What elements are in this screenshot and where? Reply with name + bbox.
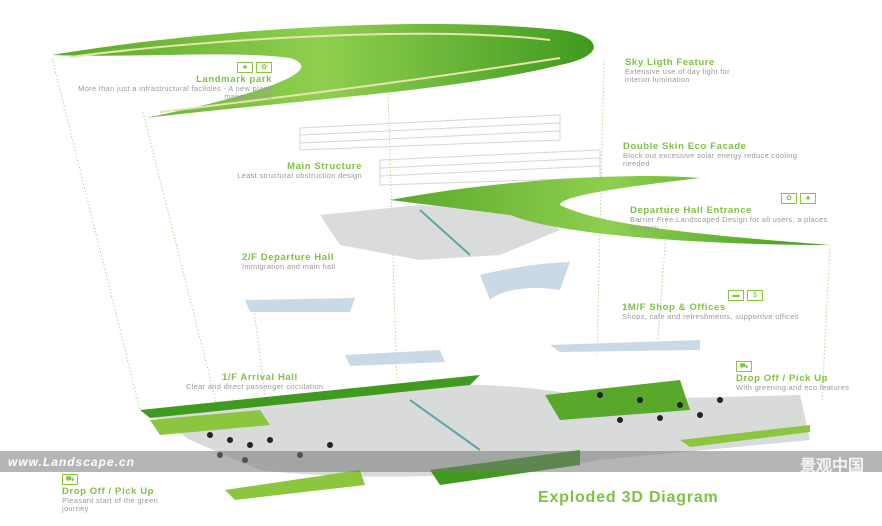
label-desc: Pleasant start of the green journey	[62, 495, 159, 513]
label-sky-light: Sky Ligth Feature Extensive use of day l…	[625, 58, 755, 84]
label-departure-entrance: ✿♣ Departure Hall Entrance Barrier Free …	[630, 193, 830, 232]
label-drop-off-right: ⛟ Drop Off / Pick Up With greening and e…	[736, 361, 876, 392]
label-shop-offices: ▬$ 1M/F Shop & Offices Shops, cafe and r…	[622, 290, 802, 321]
label-title: Drop Off / Pick Up	[736, 373, 829, 384]
label-drop-off-left: ⛟ Drop Off / Pick Up Pleasant start of t…	[62, 474, 182, 513]
label-double-skin: Double Skin Eco Facade Block out excessi…	[623, 142, 813, 168]
shop-level-slab	[245, 298, 355, 312]
shop-icon: ▬	[728, 290, 744, 301]
watermark-url: www.Landscape.cn	[8, 455, 135, 469]
label-desc: Clear and direct passenger circulation	[186, 381, 324, 391]
car-icon: ⛟	[62, 474, 78, 485]
label-title: 2/F Departure Hall	[242, 252, 335, 263]
car-icon: ⛟	[736, 361, 752, 372]
label-desc: Extensive use of day light for interior …	[625, 66, 730, 84]
departure-hall-slab	[320, 205, 560, 260]
label-desc: Block out excessive solar energy reduce …	[623, 150, 798, 168]
plant-icon: ♣	[237, 62, 253, 73]
watermark-logo: 景观中国	[799, 458, 864, 475]
label-desc: More than just a infrastructural facilit…	[78, 83, 272, 101]
label-landmark-park: ♣✿ Landmark park More than just a infras…	[60, 62, 272, 101]
label-title: Landmark park	[196, 74, 272, 85]
label-desc: Immigration and main hall	[242, 261, 336, 271]
label-title: Double Skin Eco Facade	[623, 141, 747, 152]
label-title: Drop Off / Pick Up	[62, 486, 155, 497]
label-desc: Least structural obstruction design	[237, 170, 362, 180]
label-title: Departure Hall Entrance	[630, 205, 753, 216]
label-desc: Shops, cafe and refreshments, supportive…	[622, 311, 799, 321]
label-arrival-hall: 1/F Arrival Hall Clear and direct passen…	[186, 373, 336, 391]
watermark-band: www.Landscape.cn 景观中国	[0, 451, 882, 475]
label-title: 1/F Arrival Hall	[222, 372, 298, 383]
plant-icon: ♣	[800, 193, 816, 204]
label-title: 1M/F Shop & Offices	[622, 302, 726, 313]
departure-entrance-roof	[390, 176, 830, 245]
label-title: Sky Ligth Feature	[625, 57, 715, 68]
landmark-park-roof	[52, 24, 594, 118]
diagram-caption: Exploded 3D Diagram	[538, 489, 719, 506]
label-desc: With greening and eco features	[736, 382, 850, 392]
label-title: Main Structure	[287, 161, 362, 172]
label-main-structure: Main Structure Least structural obstruct…	[200, 162, 362, 180]
tree-icon: ✿	[256, 62, 272, 73]
label-departure-hall: 2/F Departure Hall Immigration and main …	[242, 253, 335, 271]
tree-icon: ✿	[781, 193, 797, 204]
dollar-icon: $	[747, 290, 763, 301]
label-desc: Barrier Free Landscaped Design for all u…	[630, 214, 828, 232]
